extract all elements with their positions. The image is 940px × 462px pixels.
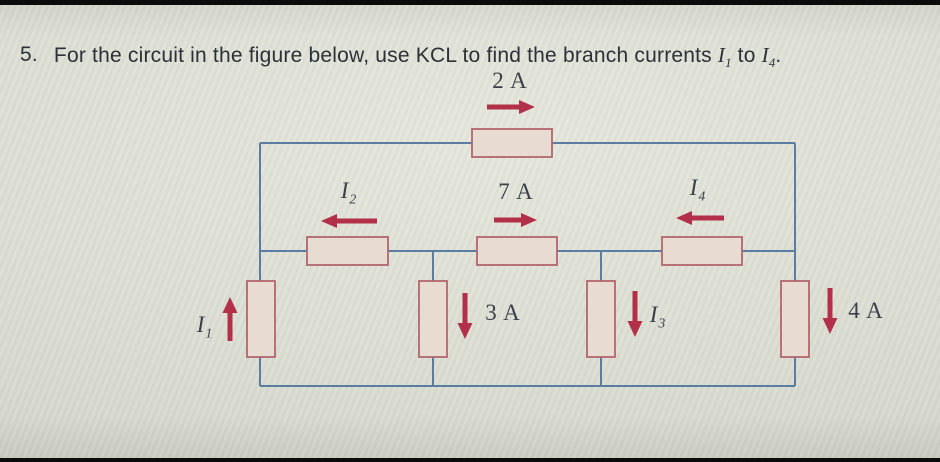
circuit-resistors: [246, 128, 810, 358]
label-3a: 3 A: [485, 300, 521, 325]
resistor-i1: [246, 280, 276, 358]
label-i4: I4: [689, 175, 707, 204]
current-symbol-i1: I1: [717, 43, 732, 71]
resistor-i3: [586, 280, 616, 358]
resistor-i2: [306, 236, 389, 266]
arrow-i3-down-icon: [627, 291, 643, 337]
arrow-i4-left-icon: [676, 211, 724, 225]
current-symbol-i4: I4: [761, 43, 776, 71]
arrow-i2-left-icon: [321, 214, 377, 228]
resistor-7a: [476, 236, 558, 266]
arrow-i1-up-icon: [222, 297, 238, 341]
resistor-i4: [661, 236, 743, 266]
label-i2: I2: [340, 178, 358, 207]
current-arrows: [222, 100, 838, 341]
photo-bottom-edge: [0, 458, 940, 462]
label-7a: 7 A: [498, 179, 534, 204]
problem-text: For the circuit in the figure below, use…: [53, 43, 782, 71]
resistor-3a: [418, 280, 448, 358]
arrow-3a-down-icon: [457, 293, 473, 339]
arrow-7a-right-icon: [494, 213, 537, 227]
problem-number: 5.: [20, 43, 38, 66]
label-i3: I3: [649, 302, 667, 331]
photo-top-edge: [0, 0, 940, 5]
label-4a: 4 A: [848, 298, 884, 323]
problem-statement: 5. For the circuit in the figure below, …: [20, 43, 782, 71]
label-2a: 2 A: [492, 68, 528, 93]
label-i1: I1: [196, 312, 214, 341]
arrow-2a-right-icon: [487, 100, 535, 114]
resistor-top: [471, 128, 553, 158]
resistor-4a: [780, 280, 810, 358]
arrow-4a-down-icon: [822, 288, 838, 334]
